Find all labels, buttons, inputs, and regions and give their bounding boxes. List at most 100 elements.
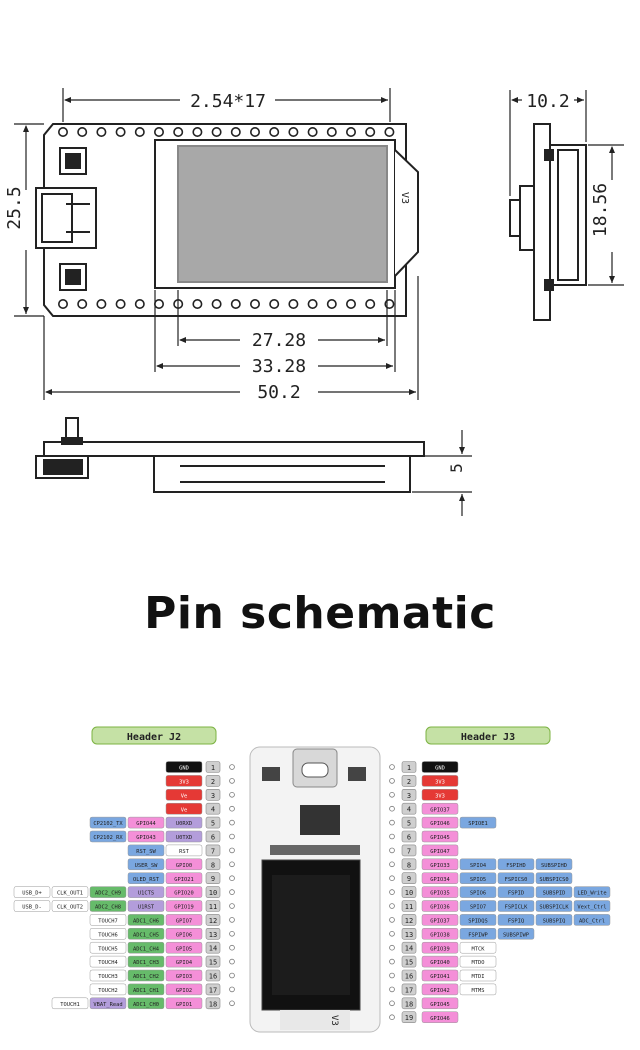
- pin-label-box: [497, 928, 535, 940]
- pin-label: MTCK: [472, 946, 486, 952]
- pin-number: 17: [209, 986, 217, 994]
- pin-label-box: [165, 789, 203, 801]
- pin-dot: [389, 1000, 395, 1007]
- pin-label: ADC1_CH3: [133, 960, 159, 966]
- pin-label-box: [573, 914, 611, 926]
- pin-number-box: [205, 830, 221, 843]
- pin-dot: [389, 944, 395, 951]
- pin-label: ADC1_CH4: [133, 946, 159, 952]
- pin-label-box: [459, 983, 497, 996]
- header-hole: [326, 127, 337, 138]
- pin-label: 3V3: [435, 793, 445, 799]
- pin-dot: [389, 972, 395, 979]
- pin-number: 15: [405, 959, 413, 967]
- pin-label: GPIO3: [176, 974, 192, 980]
- header-hole: [211, 127, 222, 138]
- pin-dot: [389, 861, 395, 868]
- pin-label: U0RXD: [176, 821, 192, 827]
- pin-label-box: [497, 900, 535, 912]
- pin-label-box: [421, 914, 459, 926]
- pin-number: 3: [211, 792, 215, 800]
- header-j3-banner: [425, 726, 551, 745]
- board-photo-version: V3: [329, 1015, 339, 1026]
- pin-dot: [389, 875, 395, 882]
- pin-label: GPIO43: [136, 835, 155, 841]
- pin-label: SPIO7: [470, 905, 486, 911]
- pin-label-box: [127, 830, 165, 843]
- pin-number: 12: [405, 917, 413, 925]
- pin-label: ADC2_CH8: [95, 905, 121, 911]
- mechanical-drawing: V3 2.54*17 25.5 27.28 33.28 50.2: [4, 88, 624, 516]
- section-title: Pin schematic: [144, 588, 496, 639]
- pin-label-box: [127, 941, 165, 954]
- pin-label: GPIO7: [176, 919, 192, 925]
- pin-label-box: [89, 955, 127, 968]
- thickness-label: 5: [447, 463, 466, 473]
- side-width-label: 10.2: [526, 91, 569, 112]
- pin-number: 6: [211, 834, 215, 842]
- pin-label-box: [421, 858, 459, 871]
- pin-label: 3V3: [179, 780, 189, 786]
- pin-label: RST: [179, 849, 189, 855]
- header-hole: [96, 298, 107, 309]
- pin-label: TOUCH6: [98, 932, 117, 938]
- header-hole: [230, 127, 241, 138]
- header-hole: [307, 298, 318, 309]
- pin-label: ADC1_CH5: [133, 932, 159, 938]
- pin-label: GPIO1: [176, 1002, 192, 1008]
- pin-number: 12: [209, 917, 217, 925]
- side-dimensions: [509, 90, 624, 286]
- pin-dot: [229, 1000, 235, 1007]
- pin-label: GPIO45: [430, 835, 449, 841]
- pin-number: 2: [211, 778, 215, 786]
- pin-number: 8: [407, 861, 411, 869]
- pin-label-box: [459, 858, 497, 871]
- pin-label-box: [165, 775, 203, 787]
- pin-label: SUBSPID: [543, 891, 566, 897]
- pin-label: TOUCH5: [98, 946, 117, 952]
- pin-label: TOUCH1: [60, 1002, 79, 1008]
- board-photo: [249, 746, 381, 1033]
- pin-label-box: [421, 802, 459, 815]
- pin-dot: [229, 861, 235, 868]
- pin-label-box: [165, 761, 203, 773]
- pin-label-box: [127, 858, 165, 871]
- header-hole: [77, 127, 88, 138]
- pin-label: SPIDQS: [468, 919, 487, 925]
- pin-label-box: [421, 969, 459, 982]
- pin-dot: [229, 944, 235, 951]
- pin-label-box: [421, 844, 459, 857]
- pin-label: OLED_RST: [133, 877, 160, 883]
- pin-label-box: [165, 941, 203, 954]
- pin-label-box: [127, 886, 165, 898]
- pin-label: GPIO6: [176, 932, 192, 938]
- pin-label: GPIO46: [430, 1016, 449, 1022]
- pin-number-box: [205, 983, 221, 996]
- pin-label: GPIO5: [176, 946, 192, 952]
- pin-number-box: [401, 886, 417, 898]
- pin-dot: [229, 986, 235, 993]
- pin-label-box: [497, 872, 535, 884]
- pin-number-box: [401, 802, 417, 815]
- pin-dot: [229, 819, 235, 826]
- pin-label: CLK_OUT1: [57, 891, 83, 897]
- pin-dot: [389, 903, 395, 909]
- header-hole: [326, 298, 337, 309]
- pin-number-box: [205, 886, 221, 898]
- pin-label-box: [459, 872, 497, 884]
- pin-number: 9: [407, 875, 411, 883]
- pin-label-box: [89, 830, 127, 843]
- header-hole: [365, 298, 376, 309]
- pin-label-box: [421, 900, 459, 912]
- pin-label-box: [127, 997, 165, 1010]
- pin-label: GPIO21: [174, 877, 193, 883]
- header-hole: [77, 298, 88, 309]
- header-hole: [192, 298, 203, 309]
- height-dimension: [14, 123, 44, 317]
- pin-number: 11: [405, 903, 413, 911]
- pin-label-box: [127, 816, 165, 829]
- pin-number-box: [401, 816, 417, 829]
- pin-label-box: [89, 886, 127, 898]
- pin-number: 13: [405, 931, 413, 939]
